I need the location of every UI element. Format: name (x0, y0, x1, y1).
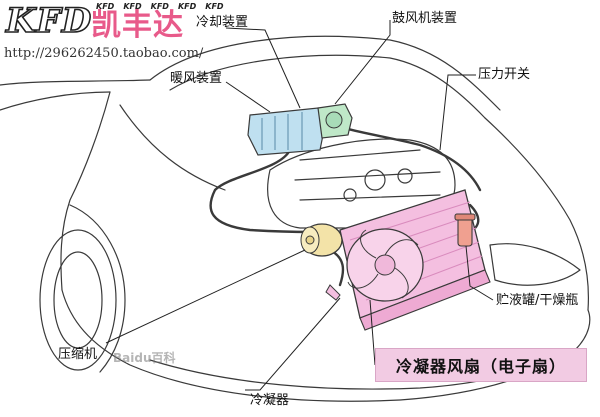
logo-marks: KFD KFD KFD KFD KFD (96, 3, 224, 11)
engine-block (267, 138, 456, 229)
engine-pulley-3 (343, 188, 357, 202)
leader-lines (105, 20, 494, 391)
car-body-outline (0, 35, 591, 402)
condenser-fan-callout: 冷凝器风扇（电子扇） (375, 348, 587, 382)
label-blower-unit: 鼓风机装置 (392, 11, 458, 26)
logo-mark: KFD (177, 2, 197, 11)
logo-mark: KFD (123, 2, 142, 11)
condenser-fan (325, 228, 424, 302)
shop-url: http://296262450.taobao.com/ (4, 46, 204, 61)
fender-right (484, 117, 589, 311)
label-pressure-switch: 压力开关 (478, 67, 531, 82)
logo-mark: KFD (96, 2, 115, 11)
leader-blower-unit (334, 20, 391, 105)
label-condenser: 冷凝器 (250, 393, 290, 408)
engine-pulley-2 (397, 168, 413, 184)
leader-compressor (105, 249, 306, 344)
label-compressor: 压缩机 (58, 347, 98, 362)
leader-receiver-drier (465, 245, 494, 301)
compressor-body (300, 223, 343, 257)
receiver-drier (454, 213, 476, 247)
blower-unit (317, 103, 353, 139)
watermark: Baidu百科 (113, 351, 176, 365)
label-receiver-drier: 贮液罐/干燥瓶 (496, 293, 579, 308)
logo-mark: KFD (205, 2, 224, 11)
compressor-discharge-pipe (328, 248, 345, 287)
roof-line (0, 79, 151, 86)
logo-mark: KFD (150, 2, 169, 11)
leader-condenser-fan (369, 299, 376, 366)
leader-pressure-switch (439, 74, 476, 151)
suction-pipe (209, 148, 314, 234)
label-cooling-unit: 冷却装置 (196, 15, 249, 30)
logo-chinese: 凯丰达 (91, 8, 184, 43)
engine-pulley-1 (364, 169, 386, 191)
front-wheel (39, 229, 117, 371)
hood-edge-left (119, 104, 226, 191)
logo-latin: KFD (5, 1, 93, 41)
windshield-edge (149, 35, 501, 111)
label-condenser-fan: 冷凝器风扇（电子扇） (395, 357, 566, 376)
wheel-arch (69, 204, 126, 373)
windshield-inner (169, 54, 486, 119)
label-heater-unit: 暖风装置 (170, 71, 223, 86)
leader-condenser (245, 297, 341, 391)
leader-heater-unit (225, 81, 271, 113)
fender-left (60, 91, 111, 291)
leader-cooling-unit (225, 27, 301, 109)
headlight (489, 243, 581, 286)
engine-detail (294, 149, 441, 201)
evaporator-unit (247, 107, 326, 156)
door-line (0, 91, 111, 111)
front-wheel-rim (53, 251, 103, 349)
